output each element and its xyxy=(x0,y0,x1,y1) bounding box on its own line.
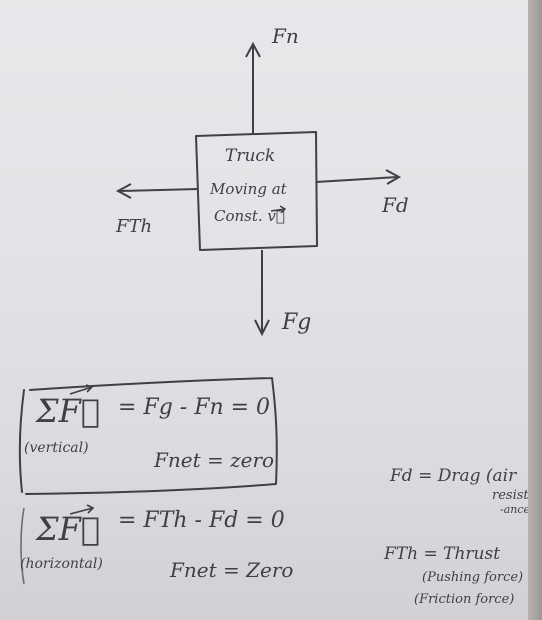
thrust-definition-cont2: (Friction force) xyxy=(414,592,515,607)
truck-label: Truck xyxy=(225,146,276,166)
drag-force-arrowhead xyxy=(385,169,402,185)
thrust-definition: FTh = Thrust xyxy=(384,544,501,564)
drag-definition-cont2: -ance xyxy=(500,503,531,516)
drag-force-label: Fd xyxy=(382,193,409,217)
paper-edge-shadow xyxy=(528,0,542,620)
horizontal-sum-symbol: ΣF⃗ xyxy=(36,510,101,548)
horizontal-equation: = FTh - Fd = 0 xyxy=(118,508,285,533)
vector-arrow-velocity xyxy=(270,205,287,214)
vertical-subscript: (vertical) xyxy=(24,440,89,456)
vertical-equation: = Fg - Fn = 0 xyxy=(118,395,271,420)
velocity-label: Const. v⃗ xyxy=(214,207,285,225)
gravity-force-arrowhead xyxy=(254,319,270,337)
thrust-force-arrow xyxy=(119,188,199,192)
thrust-force-arrowhead xyxy=(115,183,132,199)
thrust-definition-cont: (Pushing force) xyxy=(422,570,524,585)
drag-definition: Fd = Drag (air xyxy=(390,466,517,486)
thrust-force-label: FTh xyxy=(116,216,153,237)
gravity-force-label: Fg xyxy=(282,310,312,335)
drag-definition-cont: resist xyxy=(492,488,529,503)
normal-force-arrowhead xyxy=(245,41,261,58)
drag-force-arrow xyxy=(315,176,399,183)
vertical-equation-frame xyxy=(18,377,278,495)
horizontal-subscript: (horizontal) xyxy=(20,556,103,572)
horizontal-net-force: Fnet = Zero xyxy=(170,558,294,582)
moving-label: Moving at xyxy=(210,180,287,198)
truck-box xyxy=(195,131,318,251)
vector-arrow-horizontal xyxy=(69,504,95,515)
normal-force-label: Fn xyxy=(272,24,299,48)
vertical-net-force: Fnet = zero xyxy=(154,448,275,472)
horizontal-equation-bracket xyxy=(20,507,25,585)
vertical-sum-symbol: ΣF⃗ xyxy=(36,392,101,430)
